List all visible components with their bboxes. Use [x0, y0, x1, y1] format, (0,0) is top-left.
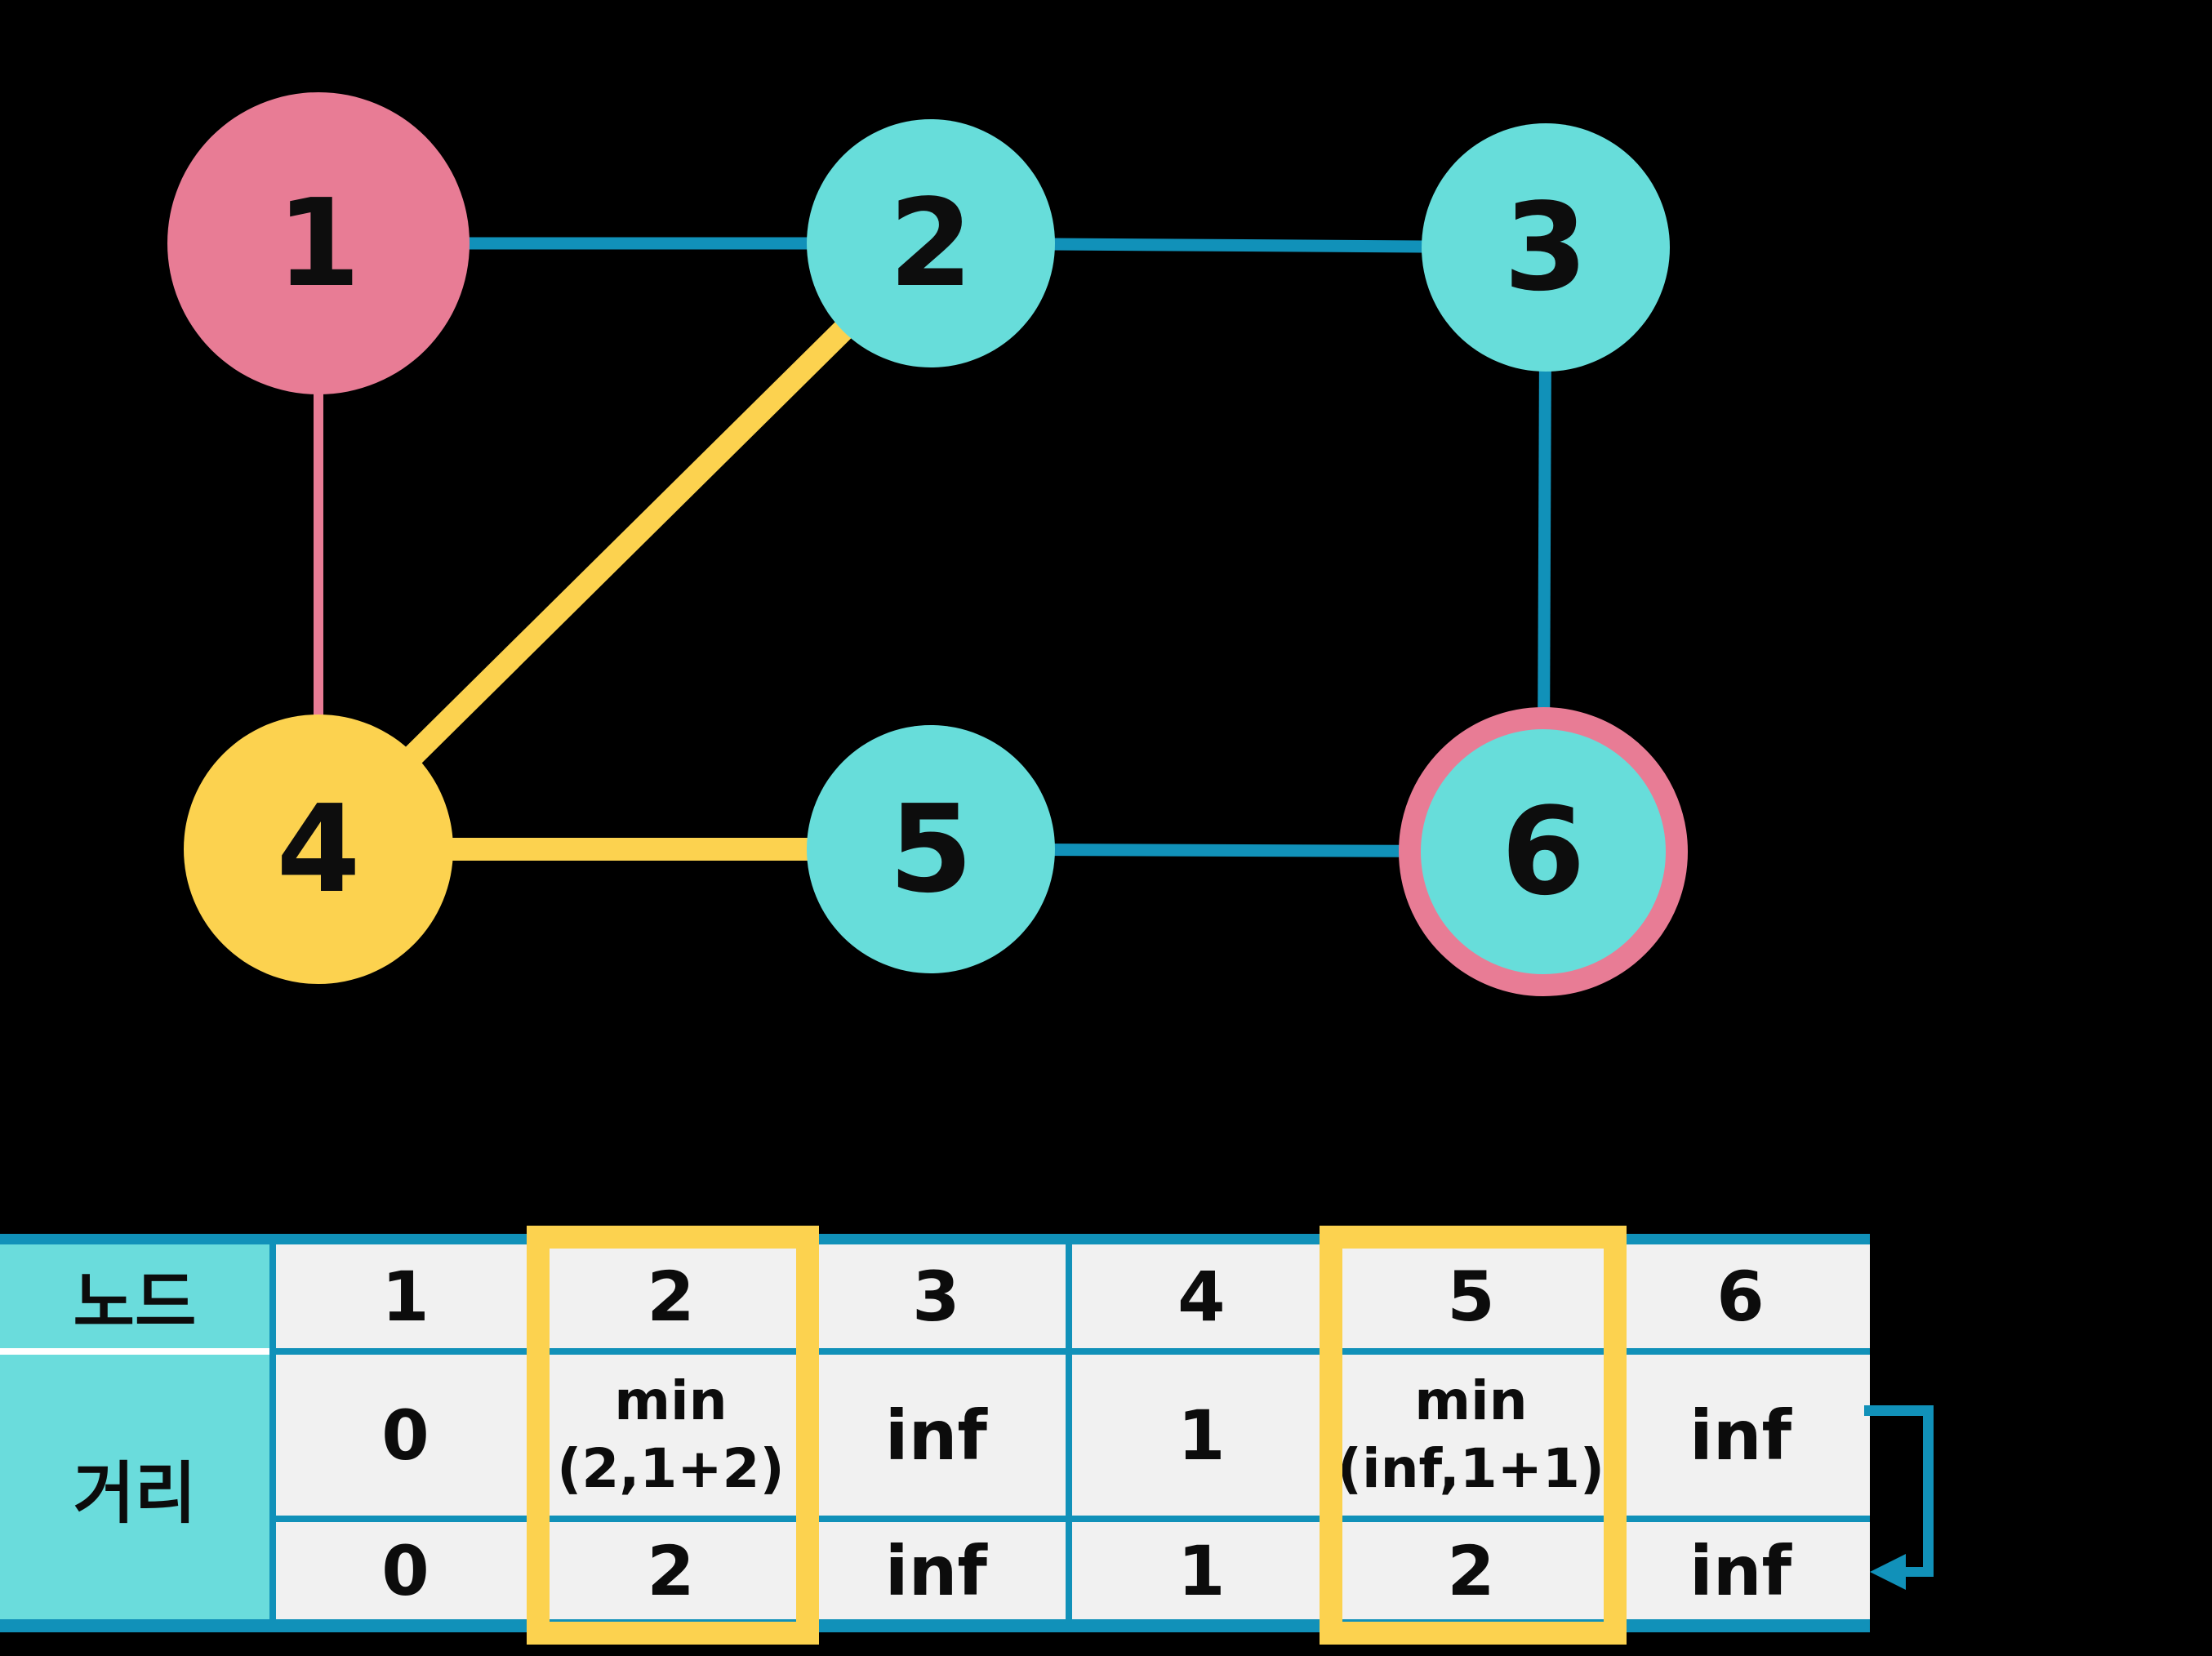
- graph-node-2: 2: [807, 119, 1055, 367]
- table-col-header-6: 6: [1611, 1244, 1870, 1348]
- distance-update-cell-1: 0: [276, 1355, 535, 1516]
- distance-update-cell-6: inf: [1611, 1355, 1870, 1516]
- table-row-header-distance: 거리: [0, 1355, 269, 1619]
- highlight-box-column-2: [527, 1226, 819, 1645]
- graph-node-4: 4: [184, 714, 453, 984]
- edge-2-4: [310, 235, 939, 857]
- loop-arrow-shape: [1864, 1405, 1934, 1590]
- distance-result-cell-2: 2: [541, 1522, 800, 1619]
- node-label: 1: [276, 173, 361, 314]
- node-label: 3: [1503, 177, 1588, 318]
- table-col-header-5: 5: [1337, 1244, 1605, 1348]
- distance-update-cell-2: min (2,1+2): [541, 1355, 800, 1516]
- graph-node-1: 1: [167, 92, 470, 394]
- node-label: 5: [888, 779, 973, 919]
- graph-node-5: 5: [807, 725, 1055, 973]
- table-col-header-3: 3: [806, 1244, 1066, 1348]
- distance-result-cell-5: 2: [1337, 1522, 1605, 1619]
- distance-update-cell-3: inf: [806, 1355, 1066, 1516]
- table-corner-header: 노드: [0, 1244, 269, 1348]
- node-label: 2: [888, 173, 973, 314]
- node-label: 6: [1501, 781, 1586, 922]
- distance-result-cell-4: 1: [1071, 1522, 1331, 1619]
- table-col-header-4: 4: [1071, 1244, 1331, 1348]
- graph-node-3: 3: [1422, 123, 1670, 372]
- distance-result-cell-6: inf: [1611, 1522, 1870, 1619]
- distance-update-cell-4: 1: [1071, 1355, 1331, 1516]
- distance-update-cell-5: min (inf,1+1): [1337, 1355, 1605, 1516]
- node-label: 4: [276, 779, 361, 919]
- table-col-header-1: 1: [276, 1244, 535, 1348]
- table-col-header-2: 2: [541, 1244, 800, 1348]
- distance-table: 노드 1 2 3 4 5 6 거리 0 min (2,1+2) inf 1 mi…: [0, 1234, 1870, 1632]
- highlight-box-column-5: [1320, 1226, 1627, 1645]
- distance-result-cell-1: 0: [276, 1522, 535, 1619]
- distance-result-cell-3: inf: [806, 1522, 1066, 1619]
- header-row-separator: [0, 1348, 269, 1355]
